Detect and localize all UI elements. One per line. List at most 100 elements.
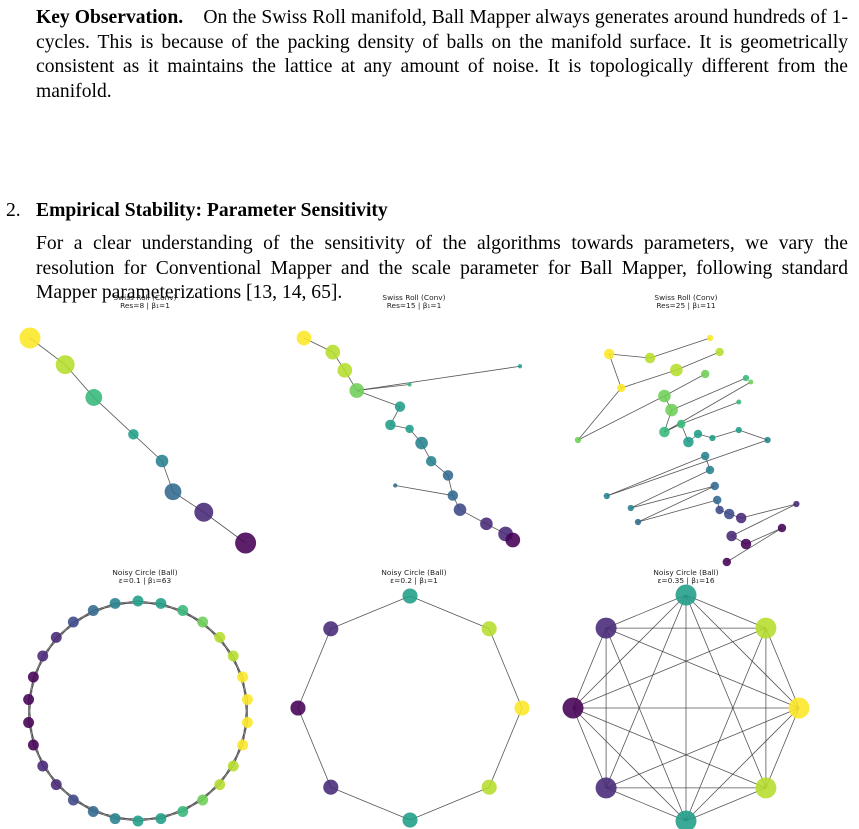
graph-node — [736, 399, 742, 405]
graph-edge — [630, 469, 711, 509]
panel-title: Swiss Roll (Conv) — [113, 293, 176, 302]
graph-edge — [605, 627, 687, 822]
graph-node — [155, 597, 167, 609]
panel-subtitle: Res=25 | β₁=11 — [656, 301, 716, 310]
panel-title: Swiss Roll (Conv) — [654, 293, 717, 302]
key-observation-text: On the Swiss Roll manifold, Ball Mapper … — [36, 7, 849, 102]
panel-3: Swiss Roll (Conv)Res=25 | β₁=11 — [574, 293, 800, 567]
graph-node — [425, 455, 437, 467]
graph-node — [735, 512, 747, 524]
graph-node — [323, 779, 339, 795]
key-observation-paragraph: Key Observation. On the Swiss Roll manif… — [36, 6, 848, 104]
graph-node — [55, 355, 75, 375]
graph-edge — [605, 594, 687, 629]
graph-edge — [712, 429, 739, 439]
graph-node — [675, 810, 697, 829]
graph-node — [296, 330, 312, 346]
graph-edge — [671, 377, 747, 411]
graph-node — [788, 697, 810, 719]
graph-edge — [681, 401, 739, 425]
graph-node — [194, 502, 214, 522]
graph-edge — [488, 628, 523, 709]
graph-edges — [303, 337, 521, 541]
graph-edge — [609, 353, 651, 359]
graph-node — [128, 429, 139, 440]
graph-node — [227, 650, 239, 662]
graph-node — [722, 557, 731, 567]
graph-node — [723, 508, 735, 520]
graph-node — [87, 605, 99, 616]
graph-edge — [738, 429, 768, 441]
graph-edges — [572, 594, 800, 822]
panel-title: Noisy Circle (Ball) — [653, 568, 718, 577]
graph-edge — [605, 594, 687, 789]
graph-node — [407, 382, 412, 387]
graph-edge — [630, 485, 715, 509]
graph-edge — [572, 707, 687, 822]
graph-node — [574, 436, 582, 444]
graph-edge — [330, 595, 411, 630]
graph-node — [742, 374, 750, 382]
graph-node — [658, 389, 671, 403]
graph-node — [710, 481, 719, 491]
graph-node — [665, 403, 678, 417]
graph-nodes — [23, 595, 253, 827]
graph-node — [237, 671, 249, 683]
graph-node — [447, 490, 459, 501]
graph-node — [67, 616, 79, 628]
panel-4: Noisy Circle (Ball)ε=0.1 | β₁=63 — [23, 568, 253, 827]
graph-edge — [685, 594, 800, 709]
panel-subtitle: ε=0.35 | β₁=16 — [657, 576, 714, 585]
graph-node — [23, 717, 35, 728]
graph-node — [27, 671, 39, 683]
graph-node — [715, 505, 724, 515]
graph-edge — [577, 387, 622, 441]
graph-node — [155, 454, 169, 468]
graph-edge — [488, 707, 523, 788]
graph-nodes — [574, 334, 800, 567]
graph-node — [50, 631, 62, 643]
graph-node — [23, 694, 35, 705]
section-heading: 2.Empirical Stability: Parameter Sensiti… — [6, 199, 388, 223]
graph-node — [325, 344, 341, 360]
graph-node — [132, 595, 144, 607]
graph-edge — [409, 786, 490, 821]
graph-node — [481, 779, 497, 795]
graph-edge — [605, 787, 687, 822]
graph-node — [385, 419, 396, 431]
panel-subtitle: ε=0.2 | β₁=1 — [390, 576, 438, 585]
graph-node — [713, 495, 722, 505]
graph-edge — [765, 627, 800, 709]
graph-edge — [745, 527, 783, 545]
graph-node — [764, 436, 771, 444]
graph-node — [595, 777, 617, 799]
graph-node — [50, 779, 62, 791]
graph-node — [755, 617, 777, 639]
graph-edge — [605, 707, 800, 789]
graph-node — [634, 518, 642, 526]
graph-node — [214, 631, 226, 643]
graph-edge — [93, 397, 134, 435]
graph-edge — [608, 353, 622, 389]
graph-node — [402, 588, 418, 604]
graph-edge — [685, 594, 767, 629]
graph-node — [617, 383, 626, 393]
graph-edge — [731, 503, 797, 537]
panel-1: Swiss Roll (Conv)Res=8 | β₁=1 — [19, 293, 257, 554]
graph-node — [709, 434, 716, 442]
graph-edge — [637, 485, 715, 523]
graph-node — [19, 327, 41, 349]
graph-edge — [676, 351, 720, 371]
panel-subtitle: Res=15 | β₁=1 — [387, 301, 442, 310]
graph-node — [235, 532, 257, 554]
graph-edge — [133, 434, 163, 462]
graph-edge — [297, 628, 332, 709]
graph-node — [514, 700, 530, 716]
graph-node — [67, 794, 79, 806]
graph-node — [214, 779, 226, 791]
graph-edge — [621, 369, 677, 389]
graph-edges — [577, 337, 797, 563]
graph-node — [659, 426, 670, 438]
graph-edge — [685, 707, 800, 822]
